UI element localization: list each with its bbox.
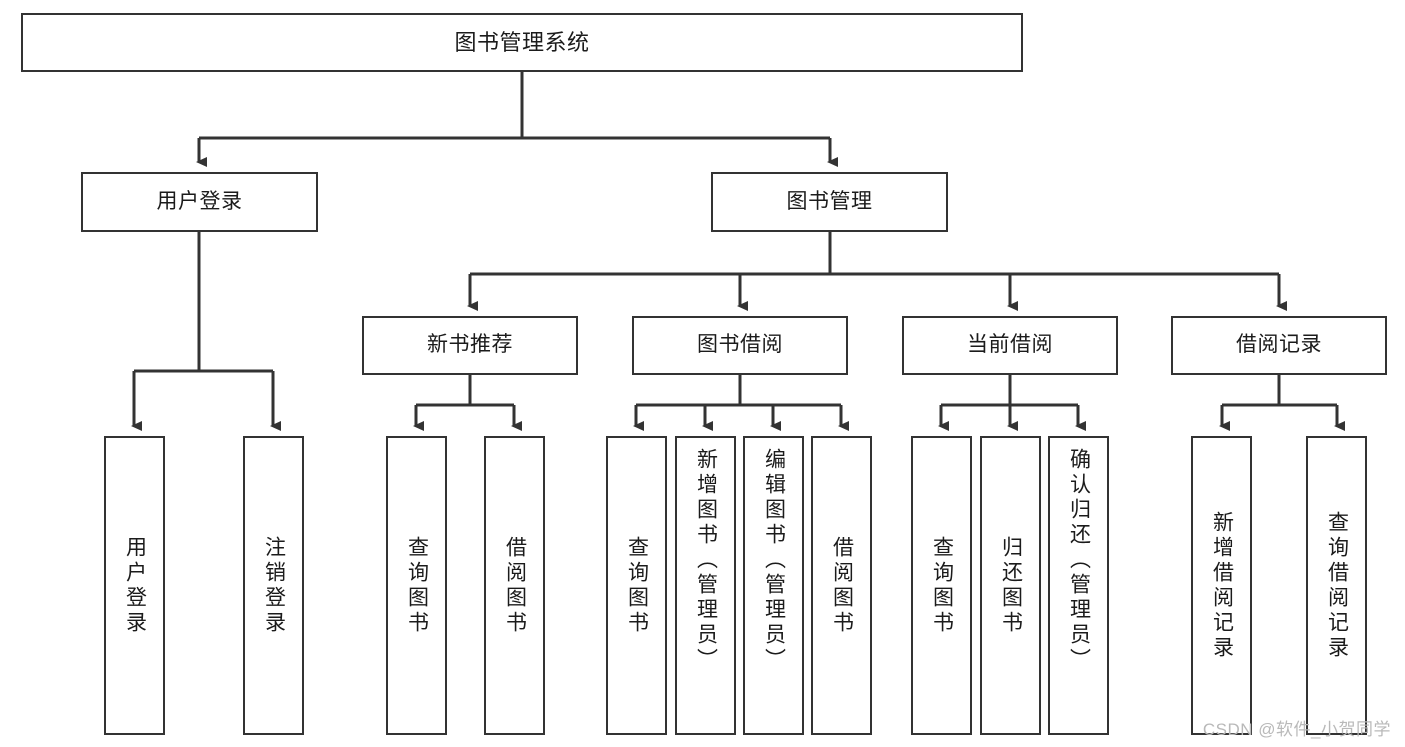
- node-label: 查询图书: [625, 535, 649, 636]
- node-label: 注销登录: [262, 535, 286, 636]
- node-label: 借阅记录: [1236, 333, 1322, 357]
- node-label: 查询图书: [930, 535, 954, 636]
- leaf-add-borrow-record[interactable]: 新增借阅记录: [1191, 436, 1252, 735]
- leaf-logout-login[interactable]: 注销登录: [243, 436, 304, 735]
- node-label: 用户登录: [156, 189, 243, 213]
- node-label: 编辑图书（管理员）: [762, 448, 786, 673]
- leaf-add-book-admin[interactable]: 新增图书（管理员）: [675, 436, 736, 735]
- leaf-edit-book-admin[interactable]: 编辑图书（管理员）: [743, 436, 804, 735]
- node-label: 新增借阅记录: [1210, 510, 1234, 661]
- node-label: 查询借阅记录: [1325, 510, 1349, 661]
- leaf-confirm-return-admin[interactable]: 确认归还（管理员）: [1048, 436, 1109, 735]
- node-label: 借阅图书: [830, 535, 854, 636]
- node-label: 新增图书（管理员）: [694, 448, 718, 673]
- node-label: 图书借阅: [697, 333, 783, 357]
- leaf-query-book-borrow[interactable]: 查询图书: [606, 436, 667, 735]
- leaf-query-borrow-record[interactable]: 查询借阅记录: [1306, 436, 1367, 735]
- leaf-borrow-book[interactable]: 借阅图书: [811, 436, 872, 735]
- leaf-borrow-book-recommend[interactable]: 借阅图书: [484, 436, 545, 735]
- node-label: 借阅图书: [503, 535, 527, 636]
- node-label: 当前借阅: [967, 333, 1053, 357]
- node-current-borrow[interactable]: 当前借阅: [902, 316, 1118, 375]
- node-user-login[interactable]: 用户登录: [81, 172, 318, 232]
- node-label: 确认归还（管理员）: [1067, 448, 1091, 673]
- node-label: 用户登录: [123, 535, 147, 636]
- node-root-book-management-system[interactable]: 图书管理系统: [21, 13, 1023, 72]
- leaf-query-book-recommend[interactable]: 查询图书: [386, 436, 447, 735]
- node-borrow-record[interactable]: 借阅记录: [1171, 316, 1387, 375]
- leaf-query-book-current[interactable]: 查询图书: [911, 436, 972, 735]
- node-new-book-recommend[interactable]: 新书推荐: [362, 316, 578, 375]
- leaf-user-login[interactable]: 用户登录: [104, 436, 165, 735]
- node-book-borrow[interactable]: 图书借阅: [632, 316, 848, 375]
- node-label: 新书推荐: [427, 333, 513, 357]
- node-book-management[interactable]: 图书管理: [711, 172, 948, 232]
- node-label: 图书管理: [786, 189, 873, 213]
- node-label: 图书管理系统: [454, 29, 590, 55]
- leaf-return-book[interactable]: 归还图书: [980, 436, 1041, 735]
- node-label: 归还图书: [999, 535, 1023, 636]
- node-label: 查询图书: [405, 535, 429, 636]
- watermark-text: CSDN @软件_小贺同学: [1202, 720, 1391, 739]
